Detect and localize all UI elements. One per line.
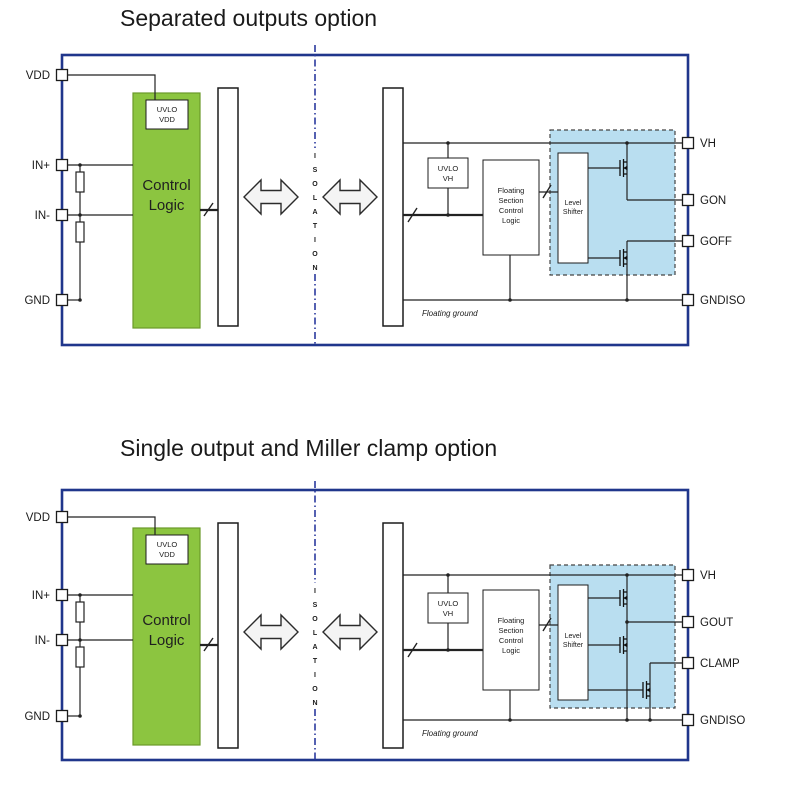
pin-square-vdd bbox=[55, 68, 69, 82]
pin-label-gout: GOUT bbox=[700, 617, 733, 629]
level-shifter-label: Level bbox=[565, 200, 582, 207]
level-shifter-label: Level bbox=[565, 633, 582, 640]
resistor bbox=[75, 221, 85, 243]
floating-section-label: Section bbox=[498, 626, 523, 635]
pin-square-in-plus bbox=[55, 588, 69, 602]
signal-arrow-right-icon bbox=[322, 613, 378, 651]
floating-section-box bbox=[482, 589, 540, 691]
resistor bbox=[75, 646, 85, 668]
pin-square-in-plus bbox=[55, 158, 69, 172]
barrier-bar-right bbox=[382, 87, 404, 327]
pin-label-gndiso: GNDISO bbox=[700, 715, 745, 727]
single-output-miller-clamp-diagram: Single output and Miller clamp option bbox=[24, 435, 745, 762]
floating-section-box bbox=[482, 159, 540, 256]
bus-slash-icon bbox=[407, 207, 418, 223]
pin-label-vh: VH bbox=[700, 138, 716, 150]
uvlo-vdd-box bbox=[145, 99, 189, 130]
barrier-bar-left bbox=[217, 87, 239, 327]
floating-section-label: Floating bbox=[498, 186, 525, 195]
pin-square-gndiso bbox=[681, 713, 695, 727]
pin-label-in-minus: IN- bbox=[35, 635, 51, 647]
barrier-bar-left bbox=[217, 522, 239, 749]
uvlo-vdd-label: VDD bbox=[159, 115, 175, 124]
uvlo-vh-box bbox=[427, 157, 469, 189]
bus-slash-icon bbox=[542, 184, 552, 199]
uvlo-vdd-label: UVLO bbox=[157, 540, 178, 549]
diagram-title: Separated outputs option bbox=[120, 5, 377, 31]
pin-label-gnd: GND bbox=[24, 711, 50, 723]
pin-label-gon: GON bbox=[700, 195, 726, 207]
bus-slash-icon bbox=[407, 642, 418, 658]
pin-square-goff bbox=[681, 234, 695, 248]
pin-square-vh bbox=[681, 568, 695, 582]
pin-square-gon bbox=[681, 193, 695, 207]
uvlo-vh-label: VH bbox=[443, 174, 453, 183]
floating-ground-label: Floating ground bbox=[422, 309, 478, 318]
control-logic-label: Control bbox=[142, 177, 190, 194]
signal-arrow-left-icon bbox=[243, 178, 299, 216]
pin-label-in-minus: IN- bbox=[35, 210, 51, 222]
pin-label-vdd: VDD bbox=[26, 512, 50, 524]
floating-ground-label: Floating ground bbox=[422, 729, 478, 738]
vdd-wire bbox=[67, 74, 156, 100]
level-shifter-box bbox=[557, 152, 589, 264]
level-shifter-box bbox=[557, 584, 589, 701]
pin-square-clamp bbox=[681, 656, 695, 670]
uvlo-vh-label: VH bbox=[443, 609, 453, 618]
separated-outputs-diagram: Separated outputs option bbox=[24, 5, 745, 347]
floating-section-label: Control bbox=[499, 206, 524, 215]
uvlo-vdd-box bbox=[145, 534, 189, 565]
pin-square-gndiso bbox=[681, 293, 695, 307]
pin-square-vh bbox=[681, 136, 695, 150]
pin-square-gout bbox=[681, 615, 695, 629]
uvlo-vdd-label: VDD bbox=[159, 550, 175, 559]
control-logic-label: Control bbox=[142, 612, 190, 629]
control-logic-label: Logic bbox=[149, 632, 185, 649]
pin-label-gnd: GND bbox=[24, 295, 50, 307]
pin-label-vh: VH bbox=[700, 570, 716, 582]
floating-section-label: Logic bbox=[502, 646, 520, 655]
bus-slash-icon bbox=[542, 617, 552, 632]
diagram-title: Single output and Miller clamp option bbox=[120, 435, 497, 461]
pin-label-clamp: CLAMP bbox=[700, 658, 740, 670]
pin-square-in-minus bbox=[55, 633, 69, 647]
uvlo-vh-label: UVLO bbox=[438, 599, 459, 608]
pin-label-in-plus: IN+ bbox=[32, 160, 51, 172]
resistor bbox=[75, 171, 85, 193]
level-shifter-label: Shifter bbox=[563, 209, 584, 216]
pin-square-vdd bbox=[55, 510, 69, 524]
signal-arrow-left-icon bbox=[243, 613, 299, 651]
signal-arrow-right-icon bbox=[322, 178, 378, 216]
pin-square-in-minus bbox=[55, 208, 69, 222]
floating-section-label: Section bbox=[498, 196, 523, 205]
floating-section-label: Control bbox=[499, 636, 524, 645]
floating-section-label: Floating bbox=[498, 616, 525, 625]
floating-section-label: Logic bbox=[502, 216, 520, 225]
uvlo-vh-box bbox=[427, 592, 469, 624]
level-shifter-label: Shifter bbox=[563, 642, 584, 649]
bus-slash-icon bbox=[203, 637, 214, 652]
pin-label-vdd: VDD bbox=[26, 70, 50, 82]
resistor bbox=[75, 601, 85, 623]
pin-label-in-plus: IN+ bbox=[32, 590, 51, 602]
vdd-wire bbox=[67, 516, 156, 535]
barrier-bar-right bbox=[382, 522, 404, 749]
control-logic-block bbox=[132, 92, 201, 329]
pin-label-gndiso: GNDISO bbox=[700, 295, 745, 307]
pin-square-gnd bbox=[55, 293, 69, 307]
pin-square-gnd bbox=[55, 709, 69, 723]
bus-slash-icon bbox=[203, 202, 214, 217]
uvlo-vh-label: UVLO bbox=[438, 164, 459, 173]
pin-label-goff: GOFF bbox=[700, 236, 732, 248]
uvlo-vdd-label: UVLO bbox=[157, 105, 178, 114]
control-logic-label: Logic bbox=[149, 197, 185, 214]
